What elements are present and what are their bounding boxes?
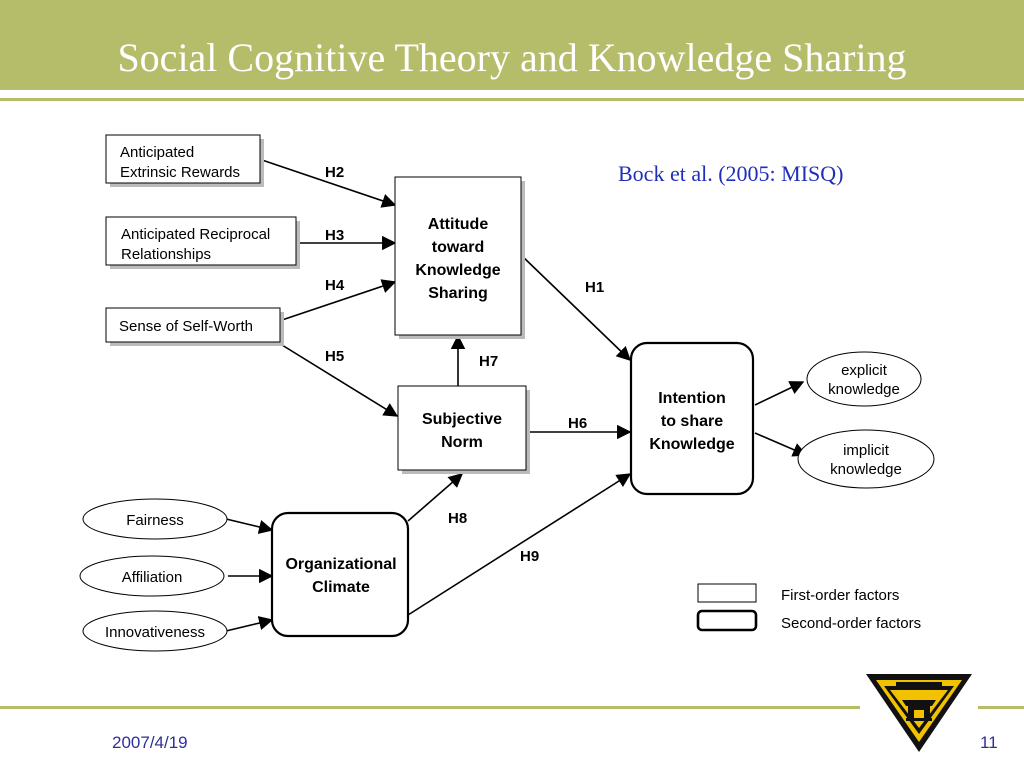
- node-attitude: Attitude toward Knowledge Sharing: [394, 176, 525, 339]
- node-explicit-knowledge: explicit knowledge: [806, 351, 922, 407]
- path-h4-arrow: [281, 279, 397, 321]
- intention-line-3: Knowledge: [649, 436, 734, 453]
- extrinsic-rewards-line-2: Extrinsic Rewards: [120, 164, 240, 181]
- title-bar: Social Cognitive Theory and Knowledge Sh…: [0, 0, 1024, 90]
- extrinsic-rewards-line-1: Anticipated: [120, 144, 194, 161]
- citation: Bock et al. (2005: MISQ): [618, 161, 844, 186]
- university-emblem-logo: [866, 674, 972, 752]
- implicit-line-2: knowledge: [830, 461, 902, 478]
- implicit-line-1: implicit: [843, 442, 890, 459]
- node-intention: Intention to share Knowledge: [629, 341, 755, 496]
- intention-line-2: to share: [661, 413, 723, 430]
- explicit-line-2: knowledge: [828, 381, 900, 398]
- reciprocal-relationships-line-1: Anticipated Reciprocal: [121, 226, 270, 243]
- slide-title: Social Cognitive Theory and Knowledge Sh…: [117, 35, 907, 80]
- node-extrinsic-rewards: Anticipated Extrinsic Rewards: [105, 134, 264, 187]
- node-affiliation: Affiliation: [79, 555, 225, 597]
- node-implicit-knowledge: implicit knowledge: [797, 429, 935, 489]
- title-divider: [0, 98, 1024, 101]
- path-fairness-arrow: [221, 517, 274, 534]
- hypothesis-h2-label: H2: [325, 164, 344, 181]
- subjective-norm-line-2: Norm: [441, 434, 483, 451]
- node-self-worth: Sense of Self-Worth: [105, 307, 284, 346]
- legend-second-order-label: Second-order factors: [781, 615, 921, 632]
- affiliation-label: Affiliation: [122, 569, 183, 586]
- explicit-line-1: explicit: [841, 362, 888, 379]
- self-worth-label: Sense of Self-Worth: [119, 318, 253, 335]
- attitude-line-3: Knowledge: [415, 262, 500, 279]
- footer-date: 2007/4/19: [112, 733, 188, 752]
- reciprocal-relationships-line-2: Relationships: [121, 246, 211, 263]
- node-fairness: Fairness: [82, 498, 228, 540]
- intention-line-1: Intention: [658, 390, 726, 407]
- node-subjective-norm: Subjective Norm: [397, 385, 530, 474]
- path-h5-arrow: [281, 344, 399, 417]
- diagram-legend: First-order factors Second-order factors: [696, 583, 921, 632]
- attitude-line-4: Sharing: [428, 285, 488, 302]
- attitude-line-2: toward: [432, 239, 484, 256]
- hypothesis-h8-label: H8: [448, 510, 467, 527]
- legend-first-order-swatch: [697, 583, 757, 603]
- hypothesis-h9-label: H9: [520, 548, 539, 565]
- node-reciprocal-relationships: Anticipated Reciprocal Relationships: [105, 216, 300, 269]
- hypothesis-h1-label: H1: [585, 279, 604, 296]
- hypothesis-h6-label: H6: [568, 415, 587, 432]
- fairness-label: Fairness: [126, 512, 184, 529]
- hypothesis-h3-label: H3: [325, 227, 344, 244]
- path-h8-arrow: [407, 473, 464, 522]
- hypothesis-h5-label: H5: [325, 348, 344, 365]
- page-number: 11: [980, 733, 998, 752]
- footer-divider-right: [978, 706, 1024, 709]
- node-org-climate: Organizational Climate: [270, 511, 410, 638]
- hypothesis-h7-label: H7: [479, 353, 498, 370]
- innovativeness-label: Innovativeness: [105, 624, 205, 641]
- attitude-line-1: Attitude: [428, 216, 489, 233]
- legend-second-order-swatch: [696, 609, 758, 632]
- path-explicit-arrow: [754, 381, 805, 406]
- footer-divider: [0, 706, 860, 709]
- path-innovativeness-arrow: [225, 616, 274, 632]
- node-innovativeness: Innovativeness: [82, 610, 228, 652]
- org-climate-line-1: Organizational: [285, 556, 396, 573]
- subjective-norm-line-1: Subjective: [422, 411, 502, 428]
- legend-first-order-label: First-order factors: [781, 587, 899, 604]
- org-climate-line-2: Climate: [312, 579, 370, 596]
- path-implicit-arrow: [754, 432, 808, 457]
- hypothesis-h4-label: H4: [325, 277, 345, 294]
- path-h2-arrow: [261, 159, 397, 208]
- path-h9-arrow: [407, 473, 632, 616]
- path-h1-arrow: [520, 254, 632, 361]
